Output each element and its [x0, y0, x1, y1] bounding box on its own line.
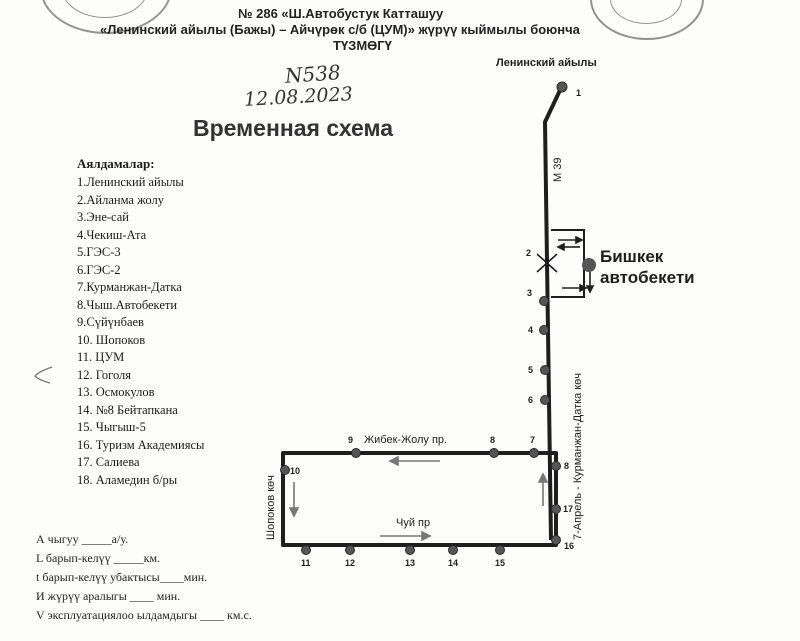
stop-marker-5 — [540, 365, 550, 375]
top-street-label: Жибек-Жолу пр. — [364, 434, 447, 446]
stops-heading: Аялдамалар: — [77, 156, 155, 171]
stop-marker-station-8 — [551, 461, 561, 471]
stop-marker-12 — [345, 545, 355, 555]
stop-number: 4 — [528, 325, 533, 335]
stop-number: 1 — [576, 88, 581, 98]
stop-number: 13 — [405, 558, 415, 568]
stop-item: 10. Шопоков — [77, 332, 146, 347]
stop-item: 8.Чыш.Автобекети — [77, 297, 178, 312]
pencil-mark-icon — [34, 366, 53, 384]
stop-number: 15 — [495, 558, 505, 568]
stop-item: 18. Аламедин б/ры — [77, 472, 178, 487]
param-distance: L барып-келүү _____км. — [36, 551, 161, 565]
stop-number: 5 — [528, 365, 533, 375]
document-header-line2: «Ленинский айылы (Бажы) – Айчүрөк с/б (Ц… — [100, 22, 580, 37]
stop-number: 17 — [563, 504, 573, 514]
stop-item: 11. ЦУМ — [77, 350, 125, 364]
stop-item: 6.ГЭС-2 — [77, 262, 121, 277]
stop-marker-8 — [489, 448, 499, 458]
param-speed: V эксплуатациялоо ылдамдыгы ____ км.с. — [36, 608, 252, 622]
stop-number: 16 — [564, 541, 574, 551]
route-line — [281, 85, 564, 547]
stop-item: 9.Сүйүнбаев — [77, 315, 144, 329]
stop-marker-1 — [556, 81, 568, 93]
stop-marker-3 — [539, 296, 549, 306]
terminus-label: Ленинский айылы — [496, 57, 597, 69]
station-label-line2: автобекети — [600, 268, 695, 287]
bus-station-marker — [582, 258, 596, 272]
stop-item: 13. Осмокулов — [77, 385, 155, 399]
stop-item: 1.Ленинский айылы — [77, 175, 184, 189]
document-header-line3: ТҮЗМӨГҮ — [333, 38, 392, 53]
stop-number: 6 — [528, 395, 533, 405]
stop-marker-14 — [448, 545, 458, 555]
stop-marker-13 — [405, 545, 415, 555]
stop-number: 3 — [527, 288, 532, 298]
stop-item: 14. №8 Бейтапкана — [77, 402, 178, 417]
stop-item: 16. Туризм Академиясы — [77, 437, 205, 452]
stop-marker-10 — [280, 465, 290, 475]
stop-item: 3.Эне-сай — [77, 210, 129, 224]
document-header-line1: № 286 «Ш.Автобустук Катташуу — [238, 6, 444, 21]
station-cross-icon — [536, 253, 558, 273]
stop-number: 8 — [490, 435, 495, 445]
param-round-trip-time: t барып-келүү убактысы____мин. — [36, 570, 208, 584]
stop-list: 1.Ленинский айылы 2.Айланма жолу 3.Эне-с… — [77, 174, 204, 489]
stop-item: 5.ГЭС-3 — [77, 245, 121, 259]
stop-number: 2 — [526, 248, 531, 258]
stop-marker-4 — [539, 325, 549, 335]
stop-item: 17. Салиева — [77, 455, 140, 469]
stop-item: 4.Чекиш-Ата — [77, 227, 147, 242]
left-street-label: Шопоков көч — [265, 475, 277, 540]
stop-item: 15. Чыгыш-5 — [77, 420, 146, 434]
stop-marker-11 — [301, 545, 311, 555]
stop-marker-7 — [529, 448, 539, 458]
stop-markers — [280, 81, 568, 555]
right-street-label: 7-Апрель - Курманжан-Датка көч — [572, 373, 584, 540]
stop-number: 8 — [564, 461, 569, 471]
stop-marker-6 — [540, 395, 550, 405]
param-vehicles: А чыгуу _____а/у. — [36, 532, 129, 546]
page-title: Временная схема — [193, 115, 394, 141]
stop-number: 10 — [290, 466, 300, 476]
stop-marker-15 — [495, 545, 505, 555]
stop-number: 7 — [530, 435, 535, 445]
bottom-street-label: Чуй пр — [396, 517, 430, 529]
route-parameters: А чыгуу _____а/у. L барып-келүү _____км.… — [36, 530, 252, 625]
param-interval: И жүрүү аралыгы ____ мин. — [36, 589, 181, 603]
stop-item: 7.Курманжан-Датка — [77, 280, 182, 294]
stop-marker-17 — [551, 504, 561, 514]
station-label-line1: Бишкек — [600, 247, 664, 266]
stop-item: 2.Айланма жолу — [77, 192, 164, 207]
stop-item: 12. Гоголя — [77, 367, 132, 382]
station-arrows — [556, 235, 595, 294]
stop-number: 9 — [348, 435, 353, 445]
stop-number: 12 — [345, 558, 355, 568]
stop-marker-16 — [551, 535, 561, 545]
stop-number: 14 — [448, 558, 458, 568]
stop-marker-9 — [351, 448, 361, 458]
stop-number: 11 — [301, 558, 311, 568]
direction-arrows — [288, 455, 549, 542]
highway-label: М 39 — [552, 158, 564, 182]
